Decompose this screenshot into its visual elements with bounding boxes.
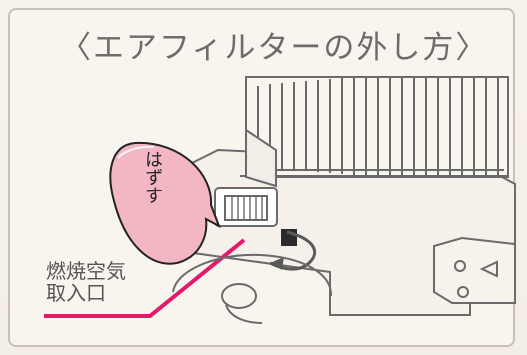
callout-balloon bbox=[109, 141, 221, 265]
triangle-icon bbox=[479, 260, 498, 278]
arrow-head-icon bbox=[270, 257, 284, 270]
page-title: 〈エアフィルターの外し方〉 bbox=[60, 30, 489, 66]
round-knob bbox=[221, 283, 257, 309]
lower-curve bbox=[172, 253, 333, 297]
side-panel bbox=[245, 128, 277, 188]
knob-shadow bbox=[225, 304, 263, 324]
filter-icon bbox=[214, 187, 278, 227]
panel-circle-top bbox=[454, 260, 466, 272]
intake-label: 燃焼空気 取入口 bbox=[46, 260, 156, 304]
balloon-highlight bbox=[117, 145, 155, 159]
top-grille bbox=[240, 76, 509, 178]
leader-line bbox=[44, 238, 246, 318]
panel-circle-bottom bbox=[457, 286, 469, 298]
balloon-text: はずす bbox=[142, 150, 163, 204]
intake-label-line1: 燃焼空気 bbox=[46, 259, 126, 283]
control-panel bbox=[433, 236, 516, 304]
intake-label-line2: 取入口 bbox=[46, 281, 106, 305]
